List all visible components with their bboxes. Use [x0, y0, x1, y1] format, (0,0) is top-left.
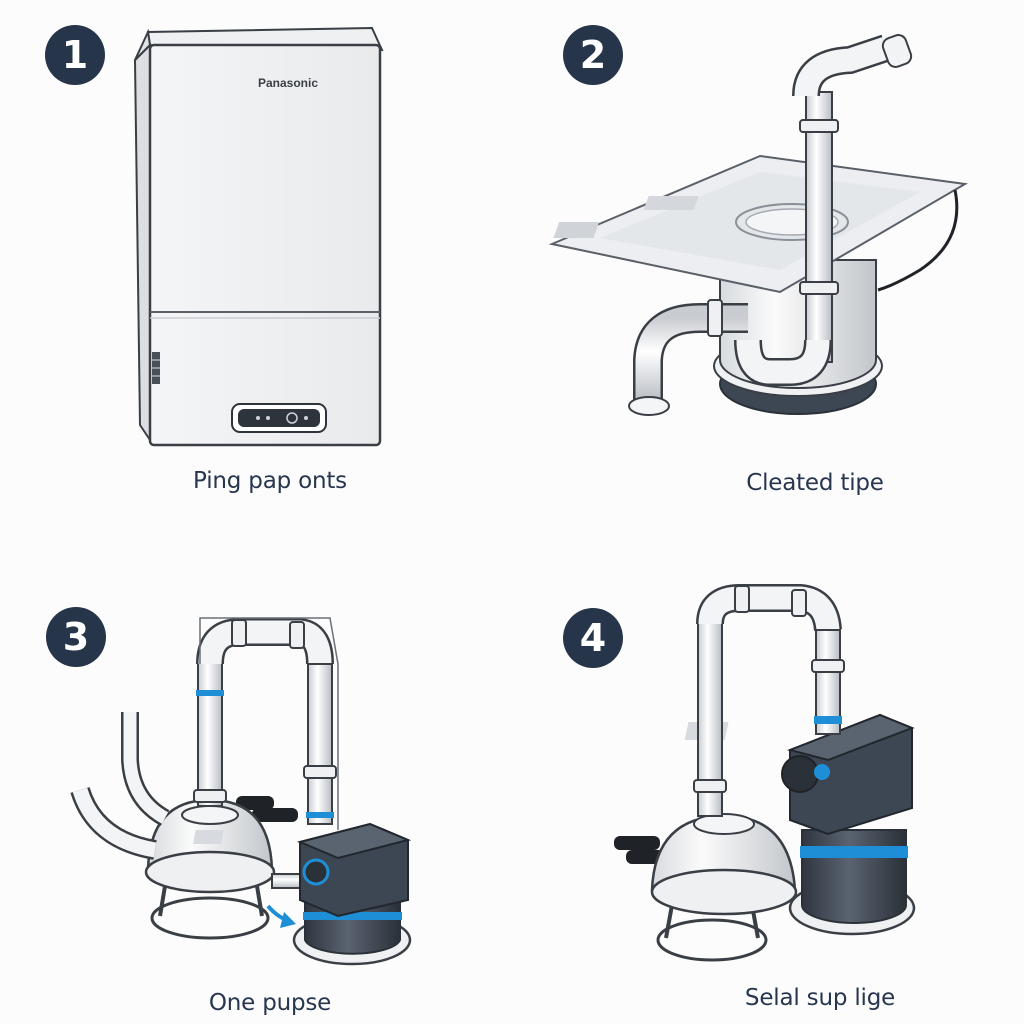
step-4-caption: Selal sup lige	[744, 985, 896, 1011]
step-3-pump-illustration	[70, 617, 412, 966]
step-1-badge: 1	[45, 25, 105, 85]
step-3-caption: One pupse	[208, 990, 332, 1016]
step-1-caption: Ping pap onts	[193, 468, 347, 494]
step-4-pump-illustration	[614, 584, 916, 962]
step-2-badge: 2	[563, 25, 623, 85]
step-4-badge: 4	[563, 608, 623, 668]
step-2-pump-panel-illustration	[548, 34, 969, 416]
step-2-caption: Cleated tipe	[746, 470, 884, 496]
boiler-illustration: Panasonic	[133, 26, 384, 447]
brand-logo: Panasonic	[258, 76, 318, 90]
step-3-badge: 3	[46, 607, 106, 667]
